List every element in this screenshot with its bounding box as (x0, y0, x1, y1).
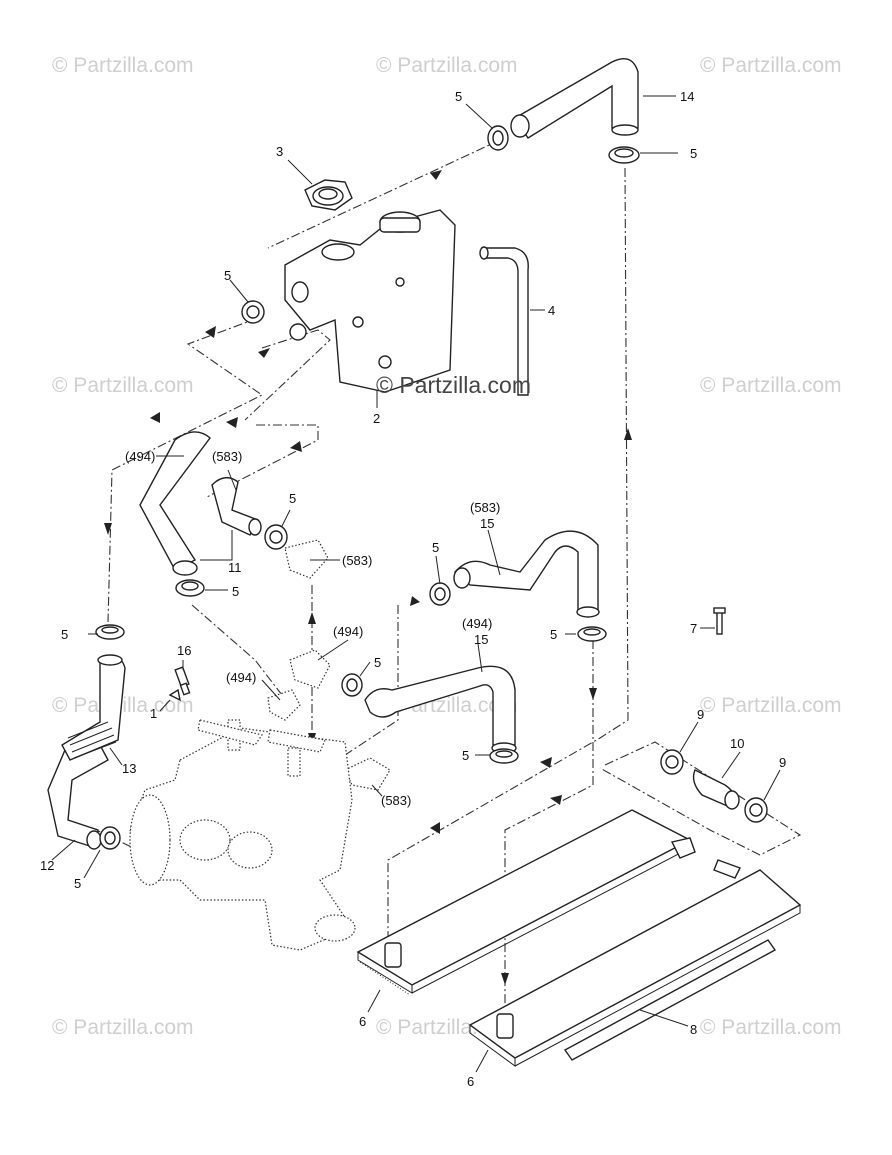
callout-label: 5 (224, 268, 231, 283)
hose-clamp[interactable] (489, 748, 519, 764)
temperature-sensor-part-16[interactable] (174, 666, 191, 696)
callout-labels: 14 5 5 3 4 5 2 (494) (583) 5 (583) 11 5 … (40, 89, 786, 1089)
callout-label: 5 (462, 748, 469, 763)
outlet-housing-583[interactable] (344, 757, 391, 791)
watermark: © Partzilla.com (376, 54, 518, 77)
hose-clamp[interactable] (264, 524, 288, 550)
outlet-housing-494[interactable] (267, 689, 301, 721)
coolant-tank-part-2[interactable] (284, 209, 456, 393)
callout-label: 6 (359, 1014, 366, 1029)
callout-label: 15 (474, 632, 488, 647)
hose-clamp-part-9[interactable] (744, 797, 768, 823)
upper-hose-part-14[interactable] (510, 58, 639, 139)
hose-clamp[interactable] (241, 300, 265, 324)
callout-label: 11 (228, 560, 242, 575)
outlet-housing-583[interactable] (284, 539, 329, 579)
sensor-part-1[interactable] (168, 688, 181, 702)
callout-label: 5 (550, 627, 557, 642)
callout-label: 8 (690, 1022, 697, 1037)
watermark: © Partzilla.com (700, 694, 842, 717)
callout-label: 12 (40, 858, 54, 873)
callout-label: 13 (122, 761, 136, 776)
callout-label: (494) (462, 616, 492, 631)
callout-label: 5 (432, 540, 439, 555)
callout-label: 9 (779, 755, 786, 770)
hose-clamp[interactable] (175, 579, 205, 597)
callout-label: 5 (61, 627, 68, 642)
hose-clamp[interactable] (95, 624, 125, 640)
strip-part-8[interactable] (563, 939, 777, 1061)
callout-label: (583) (381, 793, 411, 808)
callout-label: 7 (690, 621, 697, 636)
radiator-cap-part-3[interactable] (304, 179, 353, 211)
callout-label: (583) (470, 500, 500, 515)
corrugated-hose-part-13[interactable] (61, 654, 126, 761)
callout-label: (494) (226, 670, 256, 685)
watermark: © Partzilla.com (700, 1016, 842, 1039)
watermark-center: © Partzilla.com (376, 372, 531, 398)
engine-hose-583-part-11[interactable] (211, 477, 262, 536)
callout-label: 5 (289, 491, 296, 506)
engine-block (129, 719, 356, 951)
watermark: © Partzilla.com (700, 54, 842, 77)
callout-label: 5 (455, 89, 462, 104)
screw-part-7[interactable] (713, 607, 726, 635)
callout-label: 5 (690, 146, 697, 161)
callout-label: (583) (212, 449, 242, 464)
watermark: © Partzilla.com (52, 54, 194, 77)
callout-label: 9 (697, 707, 704, 722)
hose-clamp[interactable] (487, 125, 509, 151)
hose-clamp[interactable] (341, 673, 363, 697)
radiator-part-6[interactable] (468, 859, 802, 1067)
callout-label: 1 (150, 706, 157, 721)
callout-label: 5 (232, 584, 239, 599)
hose-clamp[interactable] (577, 626, 607, 642)
callout-label: 3 (276, 144, 283, 159)
watermark: © Partzilla.com (52, 374, 194, 397)
engine-hose-494-part-11[interactable] (139, 431, 211, 576)
callout-label: 5 (374, 655, 381, 670)
overflow-tube-part-4[interactable] (479, 246, 529, 396)
radiator-part-6[interactable] (356, 809, 696, 996)
leader-lines (51, 95, 781, 1073)
hose-clamp[interactable] (608, 146, 640, 164)
callout-label: 4 (548, 303, 555, 318)
radiator-hose-583-part-15[interactable] (453, 530, 600, 618)
hose-clamp[interactable] (429, 582, 451, 606)
connector-hose-part-10[interactable] (692, 769, 740, 810)
callout-label: (494) (333, 624, 363, 639)
callout-label: 15 (480, 516, 494, 531)
watermark: © Partzilla.com (52, 694, 194, 717)
callout-label: 5 (74, 876, 81, 891)
callout-label: 14 (680, 89, 694, 104)
outlet-housing-494[interactable] (289, 649, 331, 689)
hose-clamp-part-9[interactable] (660, 749, 684, 775)
callout-label: 10 (730, 736, 744, 751)
callout-label: 2 (373, 411, 380, 426)
callout-label: 16 (177, 643, 191, 658)
callout-label: 6 (467, 1074, 474, 1089)
watermark: © Partzilla.com (52, 1016, 194, 1039)
callout-label: (494) (125, 449, 155, 464)
callout-label: (583) (342, 553, 372, 568)
hose-clamp[interactable] (99, 826, 121, 850)
watermark: © Partzilla.com (700, 374, 842, 397)
